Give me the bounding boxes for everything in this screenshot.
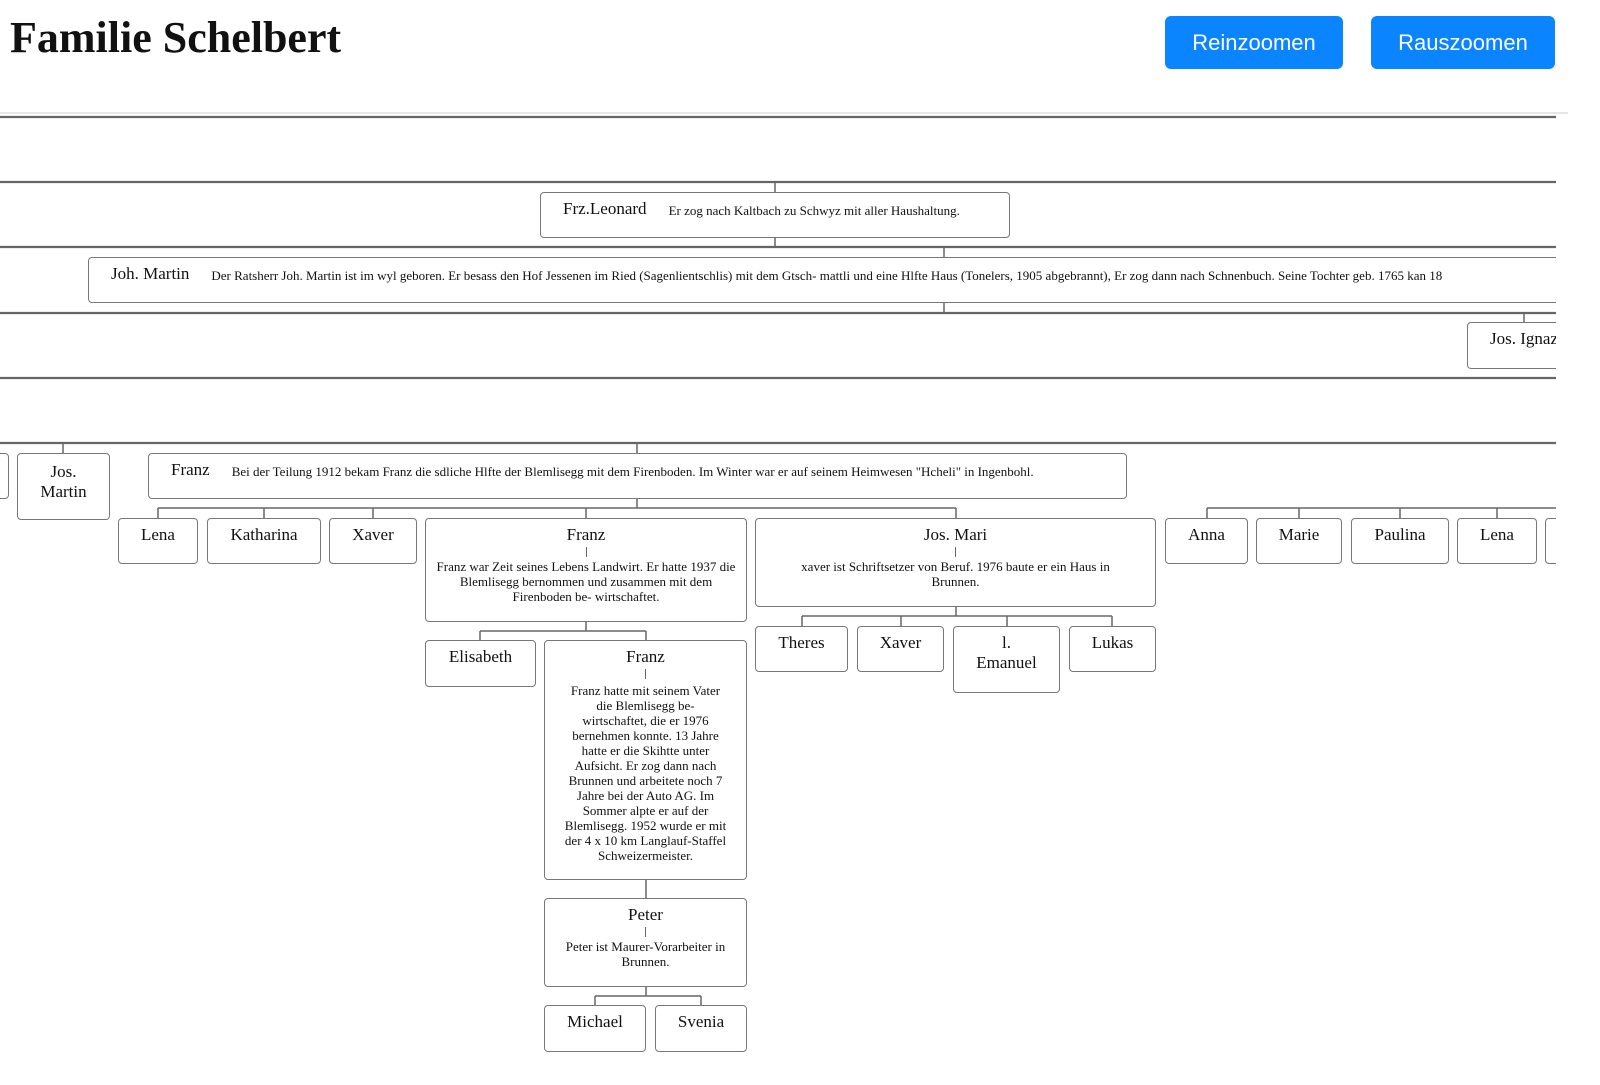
- person-description: xaver ist Schriftsetzer von Beruf. 1976 …: [801, 559, 1110, 589]
- tick: [645, 669, 646, 679]
- person-franz[interactable]: Franz Bei der Teilung 1912 bekam Franz d…: [148, 453, 1127, 499]
- person-name: Lukas: [1091, 633, 1134, 652]
- child-paulina[interactable]: Paulina: [1351, 518, 1449, 564]
- child-jos-mari[interactable]: Jos. Mari xaver ist Schriftsetzer von Be…: [755, 518, 1156, 607]
- person-name: Katharina: [230, 525, 298, 544]
- zoom-in-button[interactable]: Reinzoomen: [1165, 16, 1343, 69]
- zoom-out-button[interactable]: Rauszoomen: [1371, 16, 1555, 69]
- person-name: Joh. Martin: [111, 264, 190, 283]
- tick: [955, 547, 956, 557]
- child-xaver[interactable]: Xaver: [329, 518, 417, 564]
- person-name: Marie: [1278, 525, 1320, 544]
- person-name: Anna: [1188, 525, 1225, 544]
- person-description: Der Ratsherr Joh. Martin ist im wyl gebo…: [211, 268, 1443, 283]
- person-svenia[interactable]: Svenia: [655, 1005, 747, 1052]
- branch-lines: [62, 182, 1556, 1005]
- person-name: Theres: [778, 633, 825, 652]
- person-name: Elisabeth: [448, 647, 513, 666]
- person-name: Jos. Martin: [40, 462, 87, 501]
- person-description: Franz war Zeit seines Lebens Landwirt. E…: [436, 559, 736, 604]
- person-elisabeth[interactable]: Elisabeth: [425, 640, 536, 687]
- child-marie[interactable]: Marie: [1256, 518, 1342, 564]
- person-name: Lena: [141, 525, 175, 544]
- page-title: Familie Schelbert: [10, 13, 342, 62]
- person-name: Jos. Mari: [923, 525, 988, 544]
- person-name: Svenia: [677, 1012, 725, 1031]
- person-name: Peter: [628, 905, 663, 924]
- header-divider: [0, 112, 1568, 114]
- tick: [585, 547, 587, 557]
- person-name: Franz: [566, 525, 606, 544]
- tree-connectors: [0, 115, 1556, 1005]
- person-name: Xaver: [352, 525, 394, 544]
- person-name: Franz: [171, 460, 210, 479]
- person-name: Paulina: [1374, 525, 1426, 544]
- child-lena-2[interactable]: Lena: [1457, 518, 1537, 564]
- generation-lines: [0, 115, 1556, 445]
- child-franz[interactable]: Franz Franz war Zeit seines Lebens Landw…: [425, 518, 747, 622]
- person-name: Lena: [1480, 525, 1514, 544]
- person-jos-ignaz[interactable]: Jos. Ignaz: [1467, 322, 1556, 369]
- grandchild-theres[interactable]: Theres: [755, 626, 848, 672]
- person-description: Bei der Teilung 1912 bekam Franz die sdl…: [231, 464, 1034, 479]
- person-michael[interactable]: Michael: [544, 1005, 646, 1052]
- person-name: Xaver: [879, 633, 922, 652]
- person-franz-3[interactable]: Franz Franz hatte mit seinem Vater die B…: [544, 640, 747, 880]
- child-anna[interactable]: Anna: [1165, 518, 1248, 564]
- grandchild-emanuel[interactable]: l. Emanuel: [953, 626, 1060, 693]
- grandchild-lukas[interactable]: Lukas: [1069, 626, 1156, 672]
- person-description: Peter ist Maurer-Vorarbeiter in Brunnen.: [565, 939, 726, 969]
- person-name: Frz.Leonard: [563, 199, 647, 218]
- person-name: Franz: [626, 647, 665, 666]
- child-lena[interactable]: Lena: [118, 518, 198, 564]
- person-peter[interactable]: Peter Peter ist Maurer-Vorarbeiter in Br…: [544, 898, 747, 987]
- tick: [645, 927, 646, 937]
- person-name: Michael: [567, 1012, 623, 1031]
- grandchild-xaver[interactable]: Xaver: [857, 626, 944, 672]
- person-partial-left[interactable]: [0, 453, 9, 499]
- person-frz-leonard[interactable]: Frz.Leonard Er zog nach Kaltbach zu Schw…: [540, 192, 1010, 238]
- person-joh-martin[interactable]: Joh. Martin Der Ratsherr Joh. Martin ist…: [88, 257, 1556, 303]
- person-description: Franz hatte mit seinem Vater die Blemlis…: [564, 683, 727, 863]
- child-katharina[interactable]: Katharina: [207, 518, 321, 564]
- person-name: l. Emanuel: [976, 633, 1037, 672]
- person-jos-martin[interactable]: Jos. Martin: [17, 453, 110, 520]
- family-tree-canvas[interactable]: Frz.Leonard Er zog nach Kaltbach zu Schw…: [0, 114, 1556, 1085]
- person-description: Er zog nach Kaltbach zu Schwyz mit aller…: [668, 203, 960, 218]
- person-name: Jos. Ignaz: [1490, 329, 1556, 348]
- child-partial-right[interactable]: [1545, 518, 1556, 564]
